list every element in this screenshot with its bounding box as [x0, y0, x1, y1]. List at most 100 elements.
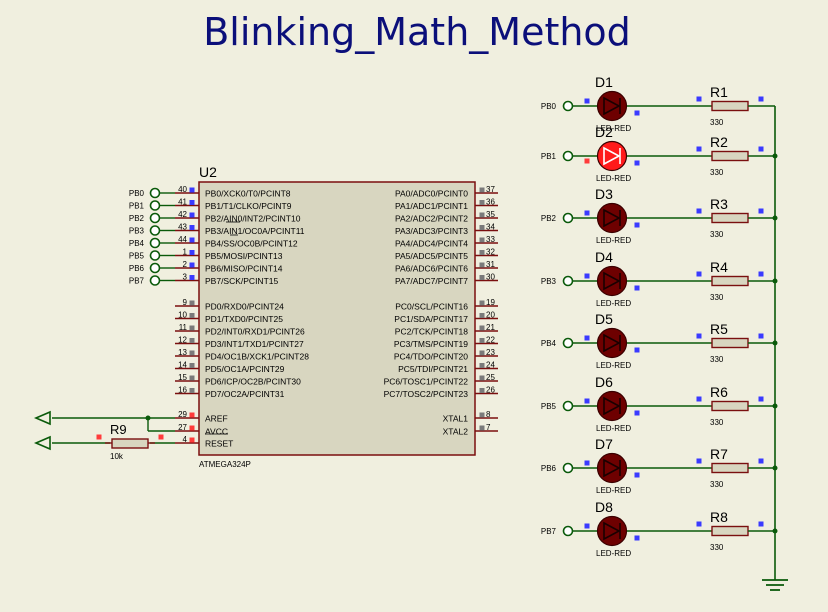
- resistor-r9[interactable]: [111, 438, 149, 449]
- mcu-pin-state: [189, 325, 195, 331]
- pin-marker: [696, 96, 702, 102]
- net-label: PB5: [541, 402, 557, 411]
- led-part: LED-RED: [596, 361, 631, 370]
- led-d5[interactable]: [596, 327, 628, 359]
- resistor-r7[interactable]: [711, 462, 749, 474]
- pin-marker: [584, 398, 590, 404]
- mcu-pin-name: PD7/OC2A/PCINT31: [205, 389, 285, 399]
- led-d4[interactable]: [596, 265, 628, 297]
- led-d2[interactable]: [596, 140, 628, 172]
- resistor-value: 330: [710, 293, 724, 302]
- mcu-pin-number: 34: [486, 223, 495, 232]
- mcu-pin-number: 29: [178, 410, 187, 419]
- net-terminal[interactable]: [149, 237, 161, 249]
- led-d8[interactable]: [596, 515, 628, 547]
- net-terminal[interactable]: [149, 275, 161, 286]
- net-terminal[interactable]: [149, 187, 161, 199]
- pin-marker: [158, 434, 164, 440]
- diode-symbol: [603, 521, 621, 541]
- diode-symbol: [603, 458, 621, 478]
- led-ref: D8: [595, 499, 613, 515]
- mcu-pin-name: PC0/SCL/PCINT16: [395, 302, 468, 312]
- net-terminal[interactable]: [149, 212, 161, 224]
- resistor-value: 330: [710, 418, 724, 427]
- net-label: PB5: [129, 252, 145, 261]
- diode-symbol: [603, 96, 621, 116]
- resistor-r5[interactable]: [711, 337, 749, 349]
- led-ref: D5: [595, 311, 613, 327]
- mcu-pin-name: XTAL1: [443, 414, 469, 424]
- led-d7[interactable]: [596, 452, 628, 484]
- resistor-r1[interactable]: [711, 100, 749, 112]
- led-ref: D6: [595, 374, 613, 390]
- resistor-r6[interactable]: [711, 400, 749, 412]
- resistor-r2[interactable]: [711, 150, 749, 162]
- mcu-part: ATMEGA324P: [199, 460, 251, 469]
- mcu-pin-state: [479, 313, 485, 318]
- pin-marker: [758, 96, 764, 102]
- mcu-pin-state: [479, 262, 485, 268]
- net-terminal[interactable]: [149, 262, 161, 274]
- net-label: PB6: [541, 464, 557, 473]
- pin-marker: [634, 410, 640, 416]
- mcu-pin-state: [189, 338, 195, 343]
- mcu-pin-state: [479, 300, 485, 306]
- resistor-r4[interactable]: [711, 275, 749, 287]
- net-terminal[interactable]: [562, 275, 574, 287]
- mcu-pin-number: 25: [486, 373, 495, 382]
- led-ref: D7: [595, 436, 613, 452]
- mcu-pin-state: [479, 412, 485, 418]
- diode-symbol: [603, 208, 621, 228]
- mcu-pin-state: [479, 225, 485, 230]
- diode-symbol: [603, 333, 621, 353]
- net-terminal[interactable]: [562, 150, 574, 162]
- resistor-r3[interactable]: [711, 212, 749, 224]
- resistor-r8[interactable]: [711, 525, 749, 537]
- mcu-pin-number: 27: [178, 423, 187, 432]
- net-terminal[interactable]: [149, 200, 161, 211]
- mcu-pin-number: 30: [486, 273, 495, 282]
- resistor-ref: R2: [710, 134, 728, 150]
- net-terminal[interactable]: [562, 400, 574, 412]
- net-terminal[interactable]: [149, 250, 161, 261]
- led-d1[interactable]: [596, 90, 628, 122]
- pin-marker: [634, 472, 640, 478]
- mcu-pin-name: PC4/TDO/PCINT20: [394, 352, 468, 362]
- mcu-pin-number: 24: [486, 361, 495, 370]
- led-ref: D1: [595, 74, 613, 90]
- led-ref: D4: [595, 249, 613, 265]
- mcu-pin-name: PA5/ADC5/PCINT5: [395, 251, 468, 261]
- mcu-pin-number: 9: [183, 298, 188, 307]
- mcu-ref: U2: [199, 164, 217, 180]
- mcu-pin-state: [479, 388, 485, 393]
- net-terminal[interactable]: [562, 212, 574, 224]
- net-terminal[interactable]: [562, 462, 574, 474]
- mcu-pin-number: 7: [486, 423, 491, 432]
- led-part: LED-RED: [596, 236, 631, 245]
- net-terminal[interactable]: [562, 337, 574, 349]
- pin-marker: [696, 333, 702, 339]
- mcu-pin-number: 43: [178, 223, 187, 232]
- pin-marker: [758, 333, 764, 339]
- mcu-pin-name: PA7/ADC7/PCINT7: [395, 276, 468, 286]
- pin-marker: [758, 521, 764, 527]
- net-terminal[interactable]: [562, 100, 574, 112]
- mcu-pin-name: PC6/TOSC1/PCINT22: [384, 377, 469, 387]
- mcu-pin-state: [189, 350, 195, 356]
- mcu-pin-number: 22: [486, 336, 495, 345]
- pin-marker: [584, 460, 590, 466]
- junction-dot: [145, 415, 151, 421]
- led-d6[interactable]: [596, 390, 628, 422]
- mcu-pin-number: 26: [486, 386, 495, 395]
- mcu-pin-state: [479, 363, 485, 368]
- led-d3[interactable]: [596, 202, 628, 234]
- pin-marker: [634, 110, 640, 116]
- diode-symbol: [603, 146, 621, 166]
- pin-marker: [584, 98, 590, 104]
- net-terminal[interactable]: [149, 225, 161, 236]
- net-label: PB4: [541, 339, 557, 348]
- resistor-value: 330: [710, 543, 724, 552]
- mcu-body[interactable]: [198, 181, 476, 456]
- net-terminal[interactable]: [562, 525, 574, 537]
